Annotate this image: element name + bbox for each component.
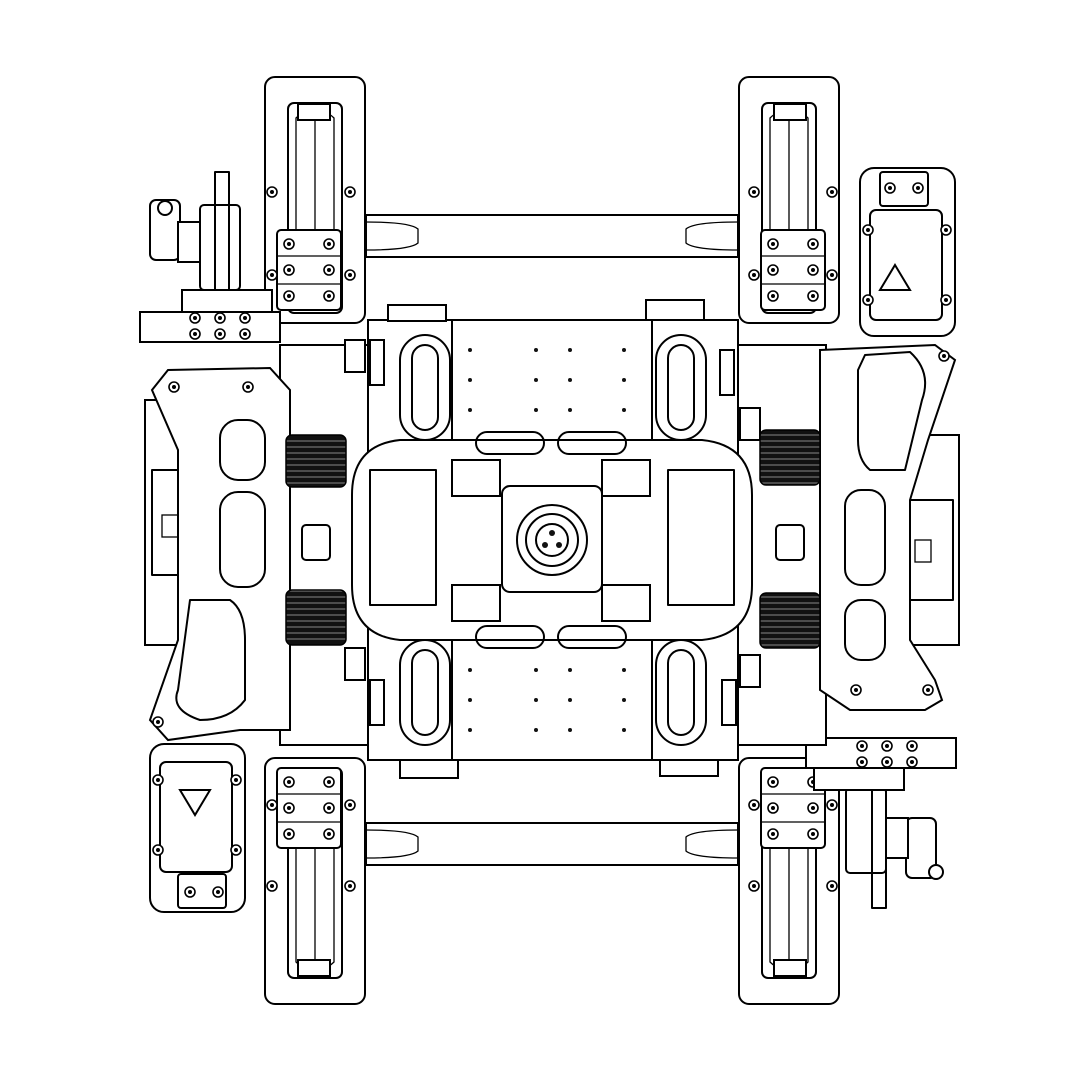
brake-unit-top-left [139, 171, 281, 343]
spring-right-upper [759, 429, 821, 486]
motor-bottom-left [149, 743, 246, 913]
axle-box-top-left [277, 230, 341, 310]
bolster-holes [468, 348, 626, 732]
dampers [399, 334, 707, 746]
bolster-brackets [369, 299, 737, 779]
centre-pivot [501, 485, 603, 593]
right-primary-frame [819, 343, 957, 711]
brake-unit-bottom-right [805, 737, 957, 909]
axle-box-top-right [761, 230, 825, 310]
axle-bottom [365, 822, 739, 866]
spring-right-lower [759, 592, 821, 649]
axle-box-bottom-left [277, 768, 341, 848]
spring-left-lower [285, 589, 347, 646]
spring-left-upper [285, 434, 347, 488]
motor-top-right [859, 167, 956, 337]
axle-top [365, 214, 739, 258]
left-primary-frame [148, 366, 291, 742]
